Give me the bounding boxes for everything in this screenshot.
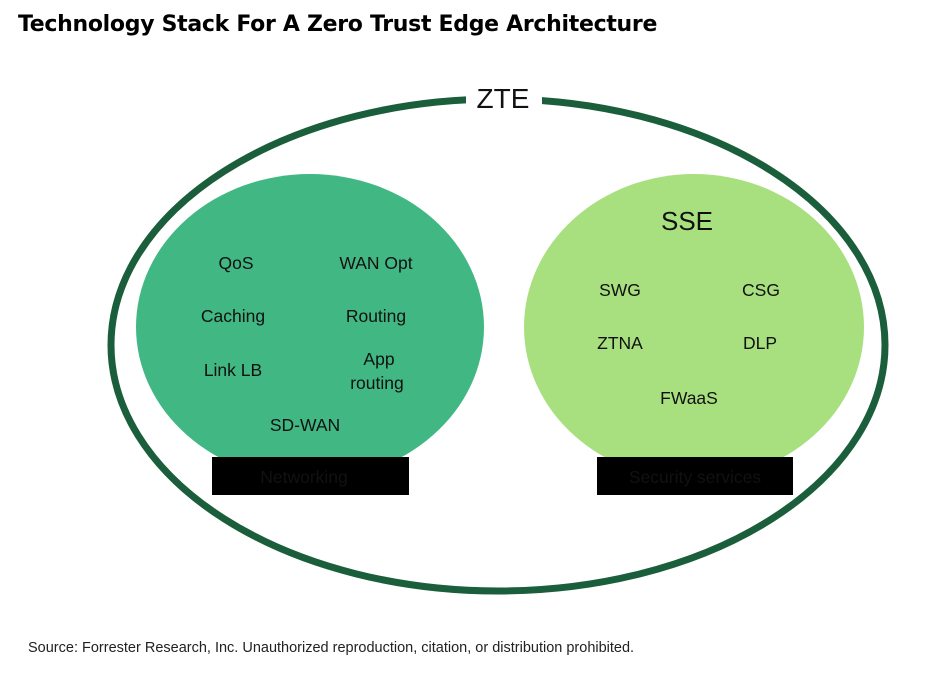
networking-item-caching: Caching xyxy=(201,306,265,326)
security-item-dlp: DLP xyxy=(743,333,777,353)
networking-label-bar xyxy=(212,457,409,495)
networking-circle xyxy=(136,174,484,480)
networking-item-qos: QoS xyxy=(218,253,253,273)
security-item-swg: SWG xyxy=(599,280,641,300)
security-label-bar xyxy=(597,457,793,495)
security-item-ztna: ZTNA xyxy=(597,333,643,353)
networking-label: Networking xyxy=(260,467,348,487)
security-label: Security services xyxy=(629,467,762,487)
zte-label: ZTE xyxy=(477,83,530,114)
source-note: Source: Forrester Research, Inc. Unautho… xyxy=(28,640,635,656)
networking-item-link-lb: Link LB xyxy=(204,360,262,380)
networking-item-app: App xyxy=(363,349,394,369)
security-item-csg: CSG xyxy=(742,280,780,300)
page-title: Technology Stack For A Zero Trust Edge A… xyxy=(18,12,658,37)
zte-label-gap xyxy=(466,84,542,114)
networking-item-sd-wan: SD-WAN xyxy=(270,415,340,435)
security-circle xyxy=(524,174,864,480)
networking-item-routing: Routing xyxy=(346,306,406,326)
networking-item-routing-2: routing xyxy=(350,373,404,393)
networking-item-wan-opt: WAN Opt xyxy=(339,253,412,273)
sse-heading: SSE xyxy=(661,206,713,236)
security-item-fwaas: FWaaS xyxy=(660,388,718,408)
